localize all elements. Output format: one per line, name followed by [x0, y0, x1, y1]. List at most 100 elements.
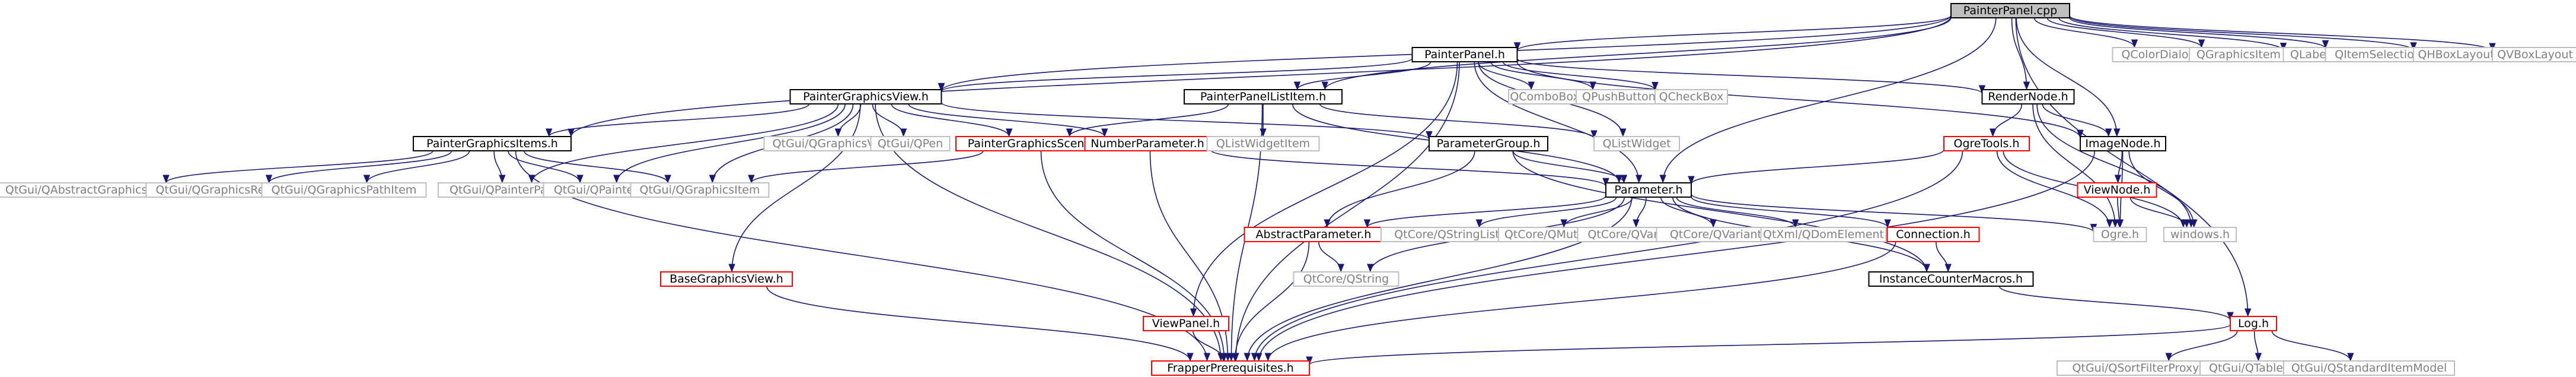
edge-log_h-to-qtableview: [2253, 330, 2262, 362]
node-label: QPushButton: [1582, 90, 1656, 103]
node-label: ViewPanel.h: [1152, 317, 1220, 330]
node-label: QtGui/QGraphicsItem: [640, 183, 760, 197]
node-icmacros[interactable]: InstanceCounterMacros.h: [1868, 271, 2034, 287]
node-label: QItemSelection: [2335, 48, 2421, 61]
edge-root-to-qcolordialog: [2033, 17, 2138, 48]
node-bgview[interactable]: BaseGraphicsView.h: [660, 271, 793, 287]
node-box: [2283, 360, 2455, 376]
edge-root-to-qlabel: [2058, 17, 2287, 52]
node-windows_h: windows.h: [2163, 227, 2237, 242]
edge-rendernode-to-windows_h: [2036, 103, 2195, 228]
node-label: Parameter.h: [1614, 183, 1682, 197]
node-box: [1411, 47, 1518, 62]
node-rendernode[interactable]: RenderNode.h: [1981, 89, 2075, 104]
node-label: PainterGraphicsView.h: [803, 90, 929, 103]
edge-viewpanel-to-frapper_prereq: [1193, 330, 1227, 362]
edge-numparam-to-parameter: [1209, 148, 1609, 187]
node-label: QtCore/QVariantList: [1670, 228, 1781, 241]
node-pplistitem[interactable]: PainterPanelListItem.h: [1184, 89, 1343, 104]
edge-parameter-to-absparam: [1363, 195, 1606, 228]
node-label: QComboBox: [1510, 90, 1579, 103]
edge-paramgroup-to-icmacros: [1512, 150, 1930, 273]
edge-parameter-to-qmutex: [1560, 197, 1633, 228]
edge-pgview-to-frapper_prereq: [875, 103, 1225, 362]
node-root[interactable]: PainterPanel.cpp: [1950, 3, 2070, 18]
edge-ppanel_h-to-pgview: [938, 58, 1413, 92]
node-label: QtGui/QPainterPath: [449, 183, 559, 197]
edge-parameter-to-qstringlist: [1475, 197, 1617, 228]
edge-connection-to-frapper_prereq: [1264, 241, 1896, 362]
node-box: [2163, 227, 2237, 242]
node-numparam[interactable]: NumberParameter.h: [1084, 136, 1211, 151]
node-frapper_prereq[interactable]: FrapperPrerequisites.h: [1151, 360, 1310, 376]
node-qgraphicsitem: QGraphicsItem: [2189, 47, 2288, 62]
node-box: [2080, 136, 2166, 151]
edge-log_h-to-frapper_prereq: [1306, 324, 2231, 365]
node-box: [1760, 227, 1887, 242]
node-ppanel_h[interactable]: PainterPanel.h: [1411, 47, 1518, 62]
node-box: [1576, 89, 1662, 104]
edge-root-to-qvboxlayout: [2069, 15, 2496, 52]
node-viewnode[interactable]: ViewNode.h: [2077, 182, 2157, 198]
edge-parameter-to-qvariantlist: [1660, 197, 1717, 228]
edge-root-to-ppanel_h: [1514, 15, 1952, 51]
edge-pplistitem-to-pgscene: [1066, 103, 1229, 137]
node-pgview[interactable]: PainterGraphicsView.h: [789, 89, 942, 104]
node-box: [1381, 227, 1513, 242]
edge-ogretools-to-ogre_h: [1996, 150, 2113, 228]
node-box: [630, 182, 770, 198]
edge-absparam-to-frapper_prereq: [1231, 241, 1310, 362]
edge-root-to-rendernode: [2011, 17, 2030, 90]
node-box: [1950, 3, 2070, 18]
edges-layer: [162, 15, 2496, 365]
edge-pgitems-to-qtgui_qgfxitem: [524, 150, 671, 183]
node-label: QtGui/QStandardItemModel: [2291, 362, 2447, 375]
node-label: windows.h: [2170, 228, 2230, 241]
node-parameter[interactable]: Parameter.h: [1605, 182, 1692, 198]
node-box: [1293, 271, 1399, 287]
node-ogretools[interactable]: OgreTools.h: [1943, 136, 2030, 151]
edge-ppanel_h-to-rendernode: [1516, 58, 1985, 94]
edge-root-to-imagenode: [2016, 17, 2121, 137]
edge-viewnode-to-windows_h: [2129, 197, 2191, 228]
node-label: PainterPanel.cpp: [1963, 4, 2057, 17]
node-box: [1943, 136, 2030, 151]
edge-ppanel_h-to-viewpanel: [1190, 61, 1458, 317]
node-viewpanel[interactable]: ViewPanel.h: [1143, 316, 1229, 331]
node-imagenode[interactable]: ImageNode.h: [2080, 136, 2166, 151]
node-pgitems[interactable]: PainterGraphicsItems.h: [413, 136, 572, 151]
node-label: FrapperPrerequisites.h: [1167, 362, 1294, 375]
edge-pplistitem-to-qlistwidget: [1319, 103, 1598, 139]
node-qvboxlayout: QVBoxLayout: [2492, 47, 2576, 62]
node-label: PainterPanelListItem.h: [1200, 90, 1326, 103]
edge-paramgroup-to-parameter: [1512, 150, 1628, 183]
edge-rendernode-to-imagenode: [2042, 103, 2112, 137]
node-paramgroup[interactable]: ParameterGroup.h: [1429, 136, 1548, 151]
node-box: [2230, 316, 2277, 331]
node-log_h[interactable]: Log.h: [2230, 316, 2277, 331]
node-box: [1184, 89, 1343, 104]
node-box: [1981, 89, 2075, 104]
node-label: Ogre.h: [2101, 228, 2139, 241]
edge-ogretools-to-parameter: [1688, 149, 1944, 185]
edge-icmacros-to-log_h: [1998, 286, 2234, 321]
node-qstringlist: QtCore/QStringList: [1381, 227, 1513, 242]
node-box: [1429, 136, 1548, 151]
edge-ppanel_h-to-frapper_prereq: [1232, 61, 1460, 362]
node-label: PainterPanel.h: [1424, 48, 1505, 61]
edge-connection-to-icmacros: [1936, 241, 1952, 273]
node-label: QtCore/QMutex: [1504, 228, 1591, 241]
node-qtgui_qgfxitem: QtGui/QGraphicsItem: [630, 182, 770, 198]
edge-ppanel_h-to-imagenode: [1516, 61, 2084, 139]
node-label: QLabel: [2290, 48, 2329, 61]
edge-parameter-to-connection: [1691, 196, 1891, 228]
node-box: [261, 182, 427, 198]
node-label: QGraphicsItem: [2196, 48, 2281, 61]
node-connection[interactable]: Connection.h: [1886, 227, 1980, 242]
edge-pgitems-to-qpainter: [508, 150, 584, 183]
edge-pgview-to-qtgui_qpen: [872, 103, 907, 137]
edge-parameter-to-ogre_h: [1691, 194, 2097, 233]
edge-rendernode-to-ogre_h: [2032, 103, 2119, 228]
node-absparam[interactable]: AbstractParameter.h: [1244, 227, 1383, 242]
node-label: OgreTools.h: [1954, 137, 2020, 150]
